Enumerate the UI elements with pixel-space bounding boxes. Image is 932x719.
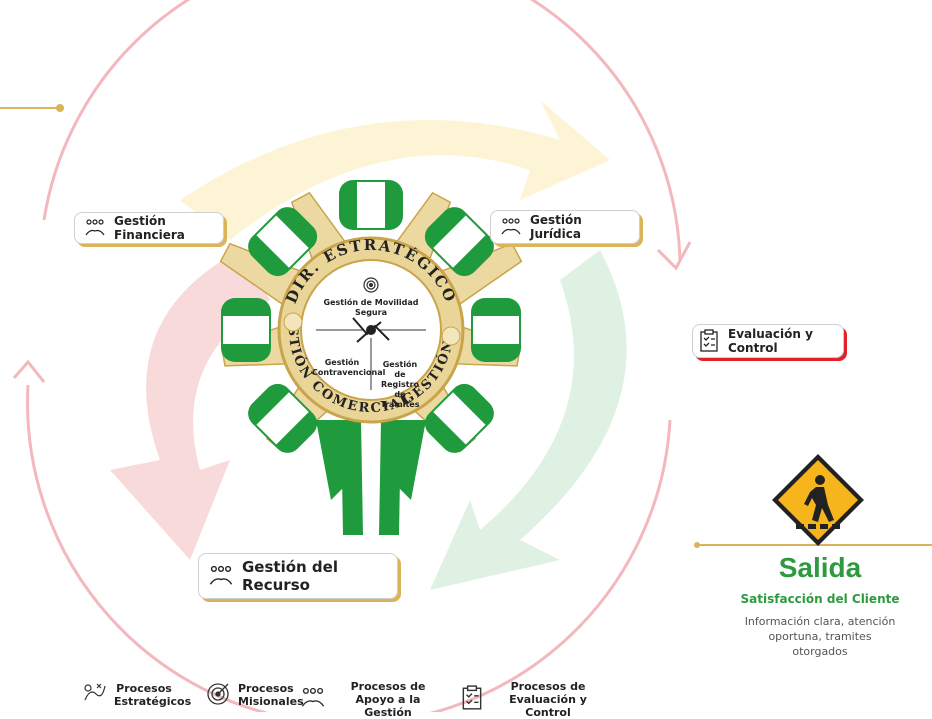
outer-cycle-ring bbox=[26, 0, 682, 712]
emblem-inner-right-label: Gestión de Registro de Tramites bbox=[380, 360, 420, 409]
emblem: DIR. ESTRATÉGICO GESTIÓN COMERCIAL GESTI… bbox=[219, 180, 523, 535]
salida-block: Salida Satisfacción del Cliente Informac… bbox=[740, 552, 900, 659]
emblem-inner-dividers bbox=[316, 329, 426, 390]
checklist-icon bbox=[698, 329, 720, 353]
emblem-left-medallion bbox=[283, 312, 303, 332]
emblem-inner-top-label: Gestión de Movilidad Segura bbox=[323, 298, 419, 317]
legend-label: Procesos de Apoyo a la Gestión bbox=[350, 680, 426, 719]
node-evaluacion-control[interactable]: Evaluación y Control bbox=[692, 324, 844, 358]
support-people-icon bbox=[300, 686, 326, 714]
green-flow-arrow bbox=[430, 250, 627, 590]
legend-item-misionales: Procesos Misionales bbox=[206, 680, 304, 710]
strategic-icon bbox=[82, 680, 108, 710]
connector-dot-salida bbox=[694, 542, 700, 548]
support-people-icon bbox=[208, 564, 234, 588]
target-icon bbox=[206, 680, 232, 710]
connector-dot-top-left bbox=[56, 104, 64, 112]
legend-label: Procesos de Evaluación y Control bbox=[509, 680, 587, 719]
node-label: Gestión Financiera bbox=[114, 214, 185, 242]
support-people-icon bbox=[500, 217, 522, 237]
yellow-flow-arrow bbox=[180, 100, 610, 240]
cycle-arrowhead-right bbox=[656, 241, 692, 271]
node-gestion-financiera[interactable]: Gestión Financiera bbox=[74, 212, 224, 244]
legend-item-evaluacion: Procesos de Evaluación y Control bbox=[460, 680, 606, 719]
red-flow-arrow bbox=[110, 250, 270, 560]
node-gestion-juridica[interactable]: Gestión Jurídica bbox=[490, 210, 640, 244]
handshake-icon bbox=[352, 317, 390, 343]
salida-subtitle: Satisfacción del Cliente bbox=[740, 592, 900, 606]
node-label: Evaluación y Control bbox=[728, 327, 813, 355]
node-label: Gestión del Recurso bbox=[242, 558, 338, 594]
legend-label: Procesos Misionales bbox=[238, 682, 304, 708]
node-label: Gestión Jurídica bbox=[530, 213, 582, 241]
emblem-ribbons bbox=[221, 180, 521, 453]
pedestrian-crossing-sign bbox=[772, 454, 864, 546]
node-gestion-recurso[interactable]: Gestión del Recurso bbox=[198, 553, 398, 599]
cycle-arrowhead-left bbox=[12, 359, 46, 383]
salida-description: Información clara, atención oportuna, tr… bbox=[744, 615, 896, 658]
legend-item-estrategicos: Procesos Estratégicos bbox=[82, 680, 192, 710]
emblem-inner-left-label: Gestión Contravencional bbox=[312, 358, 386, 377]
target-icon bbox=[363, 277, 379, 293]
salida-title: Salida bbox=[778, 552, 862, 583]
emblem-right-medallion bbox=[441, 326, 461, 346]
support-people-icon bbox=[84, 218, 106, 238]
legend-item-apoyo: Procesos de Apoyo a la Gestión bbox=[300, 680, 444, 719]
checklist-icon bbox=[460, 684, 484, 715]
emblem-tail bbox=[316, 420, 426, 535]
legend-label: Procesos Estratégicos bbox=[114, 682, 192, 708]
